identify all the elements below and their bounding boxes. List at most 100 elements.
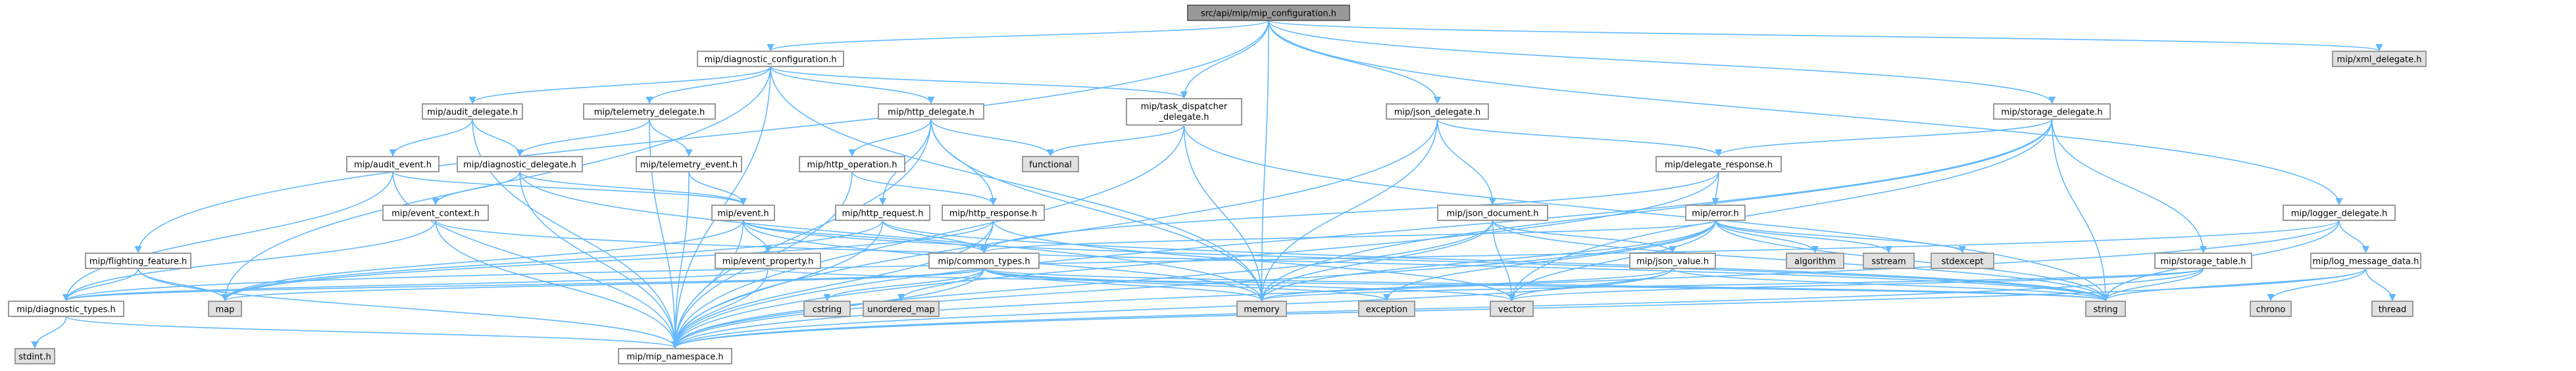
node-json-doc[interactable]: mip/json_document.h: [1437, 205, 1548, 221]
include-edge-event-ctx-to-diag-types: [62, 220, 436, 302]
node-http-req[interactable]: mip/http_request.h: [835, 205, 930, 221]
node-event[interactable]: mip/event.h: [711, 205, 775, 221]
node-http-del[interactable]: mip/http_delegate.h: [878, 103, 984, 120]
include-edge-storage-del-to-storage-tbl: [2051, 118, 2208, 254]
include-edge-http-del-to-http-req: [878, 118, 932, 206]
node-log-msg[interactable]: mip/log_message_data.h: [2310, 253, 2421, 269]
include-edge-task-disp-to-mip-ns: [671, 124, 1185, 349]
node-diag-del[interactable]: mip/diagnostic_delegate.h: [457, 156, 583, 172]
node-box: [1437, 205, 1548, 221]
node-unordered-map: unordered_map: [863, 301, 940, 317]
node-deleg-resp[interactable]: mip/delegate_response.h: [1655, 156, 1782, 172]
include-nodes: src/api/mip/mip_configuration.h mip/diagn…: [8, 5, 2427, 364]
node-box: [1358, 301, 1415, 317]
include-edge-error-to-exception: [1382, 220, 1716, 302]
include-edge-root-to-diag-cfg: [767, 20, 1269, 52]
node-label: algorithm: [1794, 257, 1836, 267]
include-edge-http-resp-to-map: [221, 220, 994, 302]
include-edge-root-to-task-disp: [1180, 20, 1269, 99]
include-edge-common-to-unordered-map: [897, 268, 985, 302]
include-edge-json-doc-to-json-val: [1492, 220, 1677, 254]
node-error[interactable]: mip/error.h: [1685, 205, 1746, 221]
node-label: functional: [1029, 161, 1072, 170]
include-edge-json-val-to-memory: [1258, 268, 1673, 302]
node-json-val[interactable]: mip/json_value.h: [1629, 253, 1716, 269]
node-box: [2250, 301, 2292, 317]
include-edge-diag-del-to-event-ctx: [432, 171, 520, 206]
node-thread: thread: [2371, 301, 2413, 317]
include-edge-task-disp-to-string: [1183, 124, 2109, 302]
include-edge-common-to-memory: [983, 268, 1265, 302]
include-edge-event-prop-to-mip-ns: [671, 268, 769, 349]
node-label: mip/json_value.h: [1636, 257, 1709, 267]
node-diag-cfg[interactable]: mip/diagnostic_configuration.h: [697, 51, 844, 67]
include-edge-log-msg-to-thread: [2365, 268, 2396, 302]
node-storage-del[interactable]: mip/storage_delegate.h: [1993, 103, 2111, 120]
node-label: unordered_map: [867, 305, 935, 315]
include-edge-json-del-to-memory: [1257, 118, 1438, 302]
node-task-disp[interactable]: mip/task_dispatcher_delegate.h: [1126, 98, 1242, 126]
node-label: src/api/mip/mip_configuration.h: [1201, 9, 1336, 19]
node-label: mip/xml_delegate.h: [2337, 55, 2422, 65]
include-edge-http-del-to-http-op: [848, 118, 932, 157]
node-box: [835, 205, 930, 221]
node-label: mip/telemetry_delegate.h: [594, 108, 705, 118]
node-event-prop[interactable]: mip/event_property.h: [715, 253, 821, 269]
node-box: [928, 253, 1040, 269]
node-common[interactable]: mip/common_types.h: [928, 253, 1040, 269]
node-algorithm: algorithm: [1786, 253, 1844, 269]
include-edge-diag-cfg-to-audit-del: [468, 66, 771, 105]
include-edge-logger-del-to-log-msg: [2338, 220, 2370, 254]
node-event-ctx[interactable]: mip/event_context.h: [382, 205, 489, 221]
node-label: sstream: [1871, 257, 1906, 267]
include-edge-audit-del-to-diag-del: [472, 118, 524, 157]
include-edge-event-to-map: [221, 220, 744, 302]
node-mip-ns[interactable]: mip/mip_namespace.h: [618, 348, 732, 364]
include-edge-audit-event-to-event: [392, 171, 747, 206]
node-label: mip/http_request.h: [842, 209, 924, 219]
node-label: mip/audit_event.h: [354, 161, 432, 170]
include-edge-error-to-common: [980, 220, 1716, 254]
include-edge-task-disp-to-memory: [1183, 124, 1266, 302]
node-label: stdexcept: [1942, 257, 1984, 267]
include-edge-root-to-storage-del: [1268, 20, 2056, 105]
include-edge-logger-del-to-diag-types: [63, 220, 2340, 302]
node-flight[interactable]: mip/flighting_feature.h: [85, 253, 191, 269]
include-edge-http-del-to-functional: [930, 118, 1055, 157]
node-box: [1490, 301, 1534, 317]
include-edge-http-req-to-common: [882, 220, 988, 254]
node-audit-del[interactable]: mip/audit_delegate.h: [422, 103, 523, 120]
node-root: src/api/mip/mip_configuration.h: [1187, 5, 1350, 21]
node-label: string: [2093, 305, 2117, 315]
node-box: [85, 253, 191, 269]
node-http-resp[interactable]: mip/http_response.h: [942, 205, 1045, 221]
node-box: [1386, 103, 1489, 120]
node-exception: exception: [1358, 301, 1415, 317]
node-vector: vector: [1490, 301, 1534, 317]
include-edge-event-to-string: [742, 220, 2109, 302]
node-telem-event[interactable]: mip/telemetry_event.h: [636, 156, 742, 172]
node-storage-tbl[interactable]: mip/storage_table.h: [2154, 253, 2252, 269]
include-edge-diag-del-to-mip-ns: [519, 171, 679, 349]
include-edge-diag-del-to-event: [519, 171, 747, 206]
include-edge-json-doc-to-memory: [1257, 220, 1494, 302]
node-logger-del[interactable]: mip/logger_delegate.h: [2283, 205, 2396, 221]
node-label: mip/http_operation.h: [807, 161, 897, 170]
include-edge-json-del-to-deleg-resp: [1436, 118, 1723, 157]
node-diag-types[interactable]: mip/diagnostic_types.h: [8, 301, 124, 317]
include-edge-storage-tbl-to-mip-ns: [671, 268, 2204, 349]
node-box: [878, 103, 984, 120]
include-edge-event-ctx-to-string: [435, 220, 2109, 302]
node-http-op[interactable]: mip/http_operation.h: [799, 156, 905, 172]
include-edge-common-to-map: [221, 268, 985, 302]
include-edge-event-prop-to-string: [767, 268, 2109, 302]
node-label: cstring: [813, 305, 842, 315]
node-box: [1022, 156, 1079, 172]
node-telem-del[interactable]: mip/telemetry_delegate.h: [583, 103, 716, 120]
node-box: [382, 205, 489, 221]
include-edge-common-to-cstring: [823, 268, 985, 302]
node-json-del[interactable]: mip/json_delegate.h: [1386, 103, 1489, 120]
node-stdint: stdint.h: [14, 348, 55, 364]
node-audit-event[interactable]: mip/audit_event.h: [346, 156, 440, 172]
node-label: mip/http_delegate.h: [888, 108, 974, 118]
